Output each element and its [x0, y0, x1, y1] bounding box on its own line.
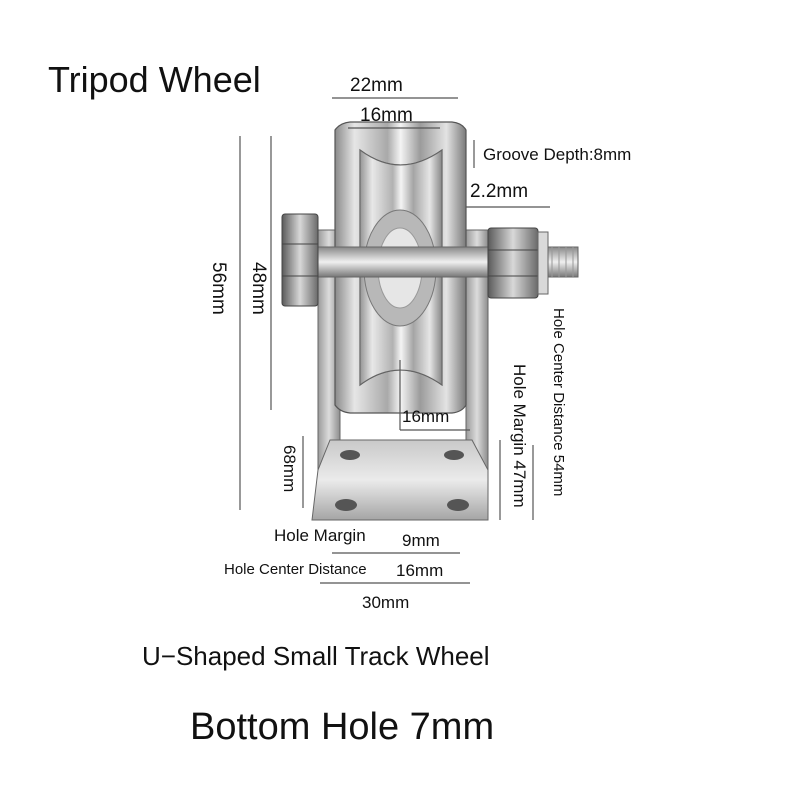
- axle-height-label: 16mm: [402, 407, 450, 426]
- right-hex-nut: [487, 227, 549, 299]
- outer-width-label: 22mm: [350, 75, 403, 96]
- base-height-label: 68mm: [280, 445, 299, 493]
- groove-depth-label: Groove Depth:8mm: [483, 145, 632, 164]
- wheel-height-label: 48mm: [248, 262, 269, 315]
- base-hole: [447, 499, 469, 511]
- hole-center-label: Hole Center Distance: [224, 561, 367, 578]
- product-caption: U−Shaped Small Track Wheel: [142, 641, 490, 671]
- side-hole-center-label: Hole Center Distance 54mm: [550, 308, 567, 497]
- base-hole: [340, 450, 360, 460]
- hole-center-value: 16mm: [396, 561, 444, 580]
- hole-margin-value: 9mm: [402, 531, 440, 550]
- flange-thickness-label: 2.2mm: [470, 181, 529, 202]
- diagram-title: Tripod Wheel: [48, 59, 261, 100]
- bottom-hole-caption: Bottom Hole 7mm: [190, 706, 495, 748]
- base-plate: [311, 439, 489, 521]
- base-width-label: 30mm: [362, 593, 410, 612]
- base-hole: [444, 450, 464, 460]
- hole-margin-label: Hole Margin: [274, 526, 366, 545]
- side-hole-margin-label: Hole Margin 47mm: [510, 364, 529, 508]
- groove-width-label: 16mm: [360, 105, 413, 126]
- dimension-lines: [239, 97, 550, 584]
- base-hole: [335, 499, 357, 511]
- total-height-label: 56mm: [208, 262, 229, 315]
- left-hex-nut: [281, 213, 319, 307]
